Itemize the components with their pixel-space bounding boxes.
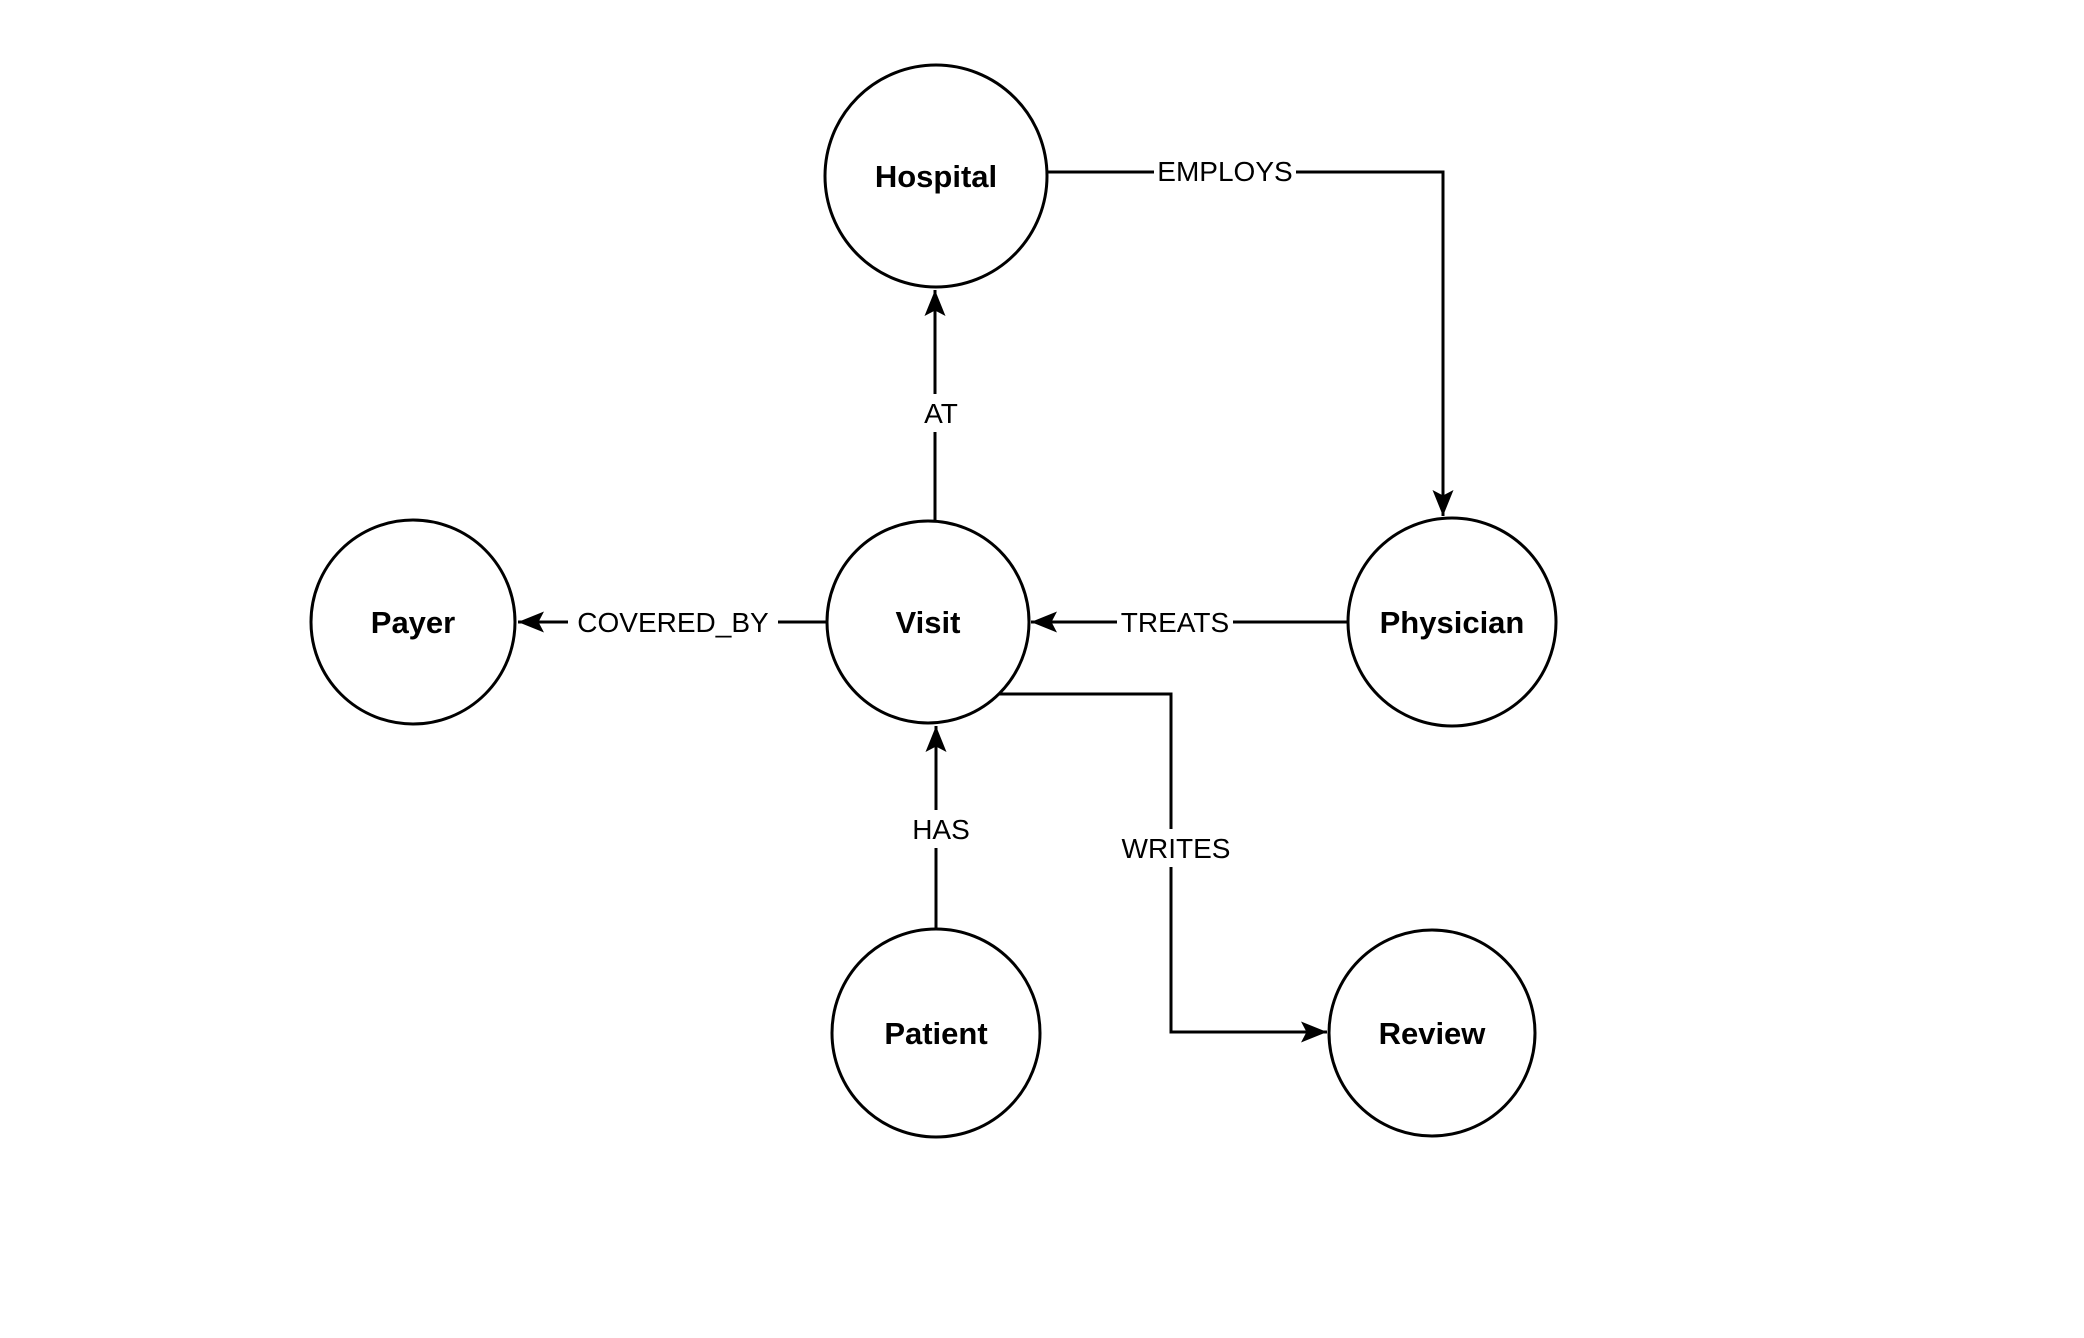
node-review-label: Review bbox=[1379, 1016, 1487, 1051]
edge-treats-label: TREATS bbox=[1117, 603, 1233, 641]
edge-covered-by-label-bg bbox=[568, 603, 778, 641]
node-visit-label: Visit bbox=[896, 605, 961, 640]
edge-employs-label: EMPLOYS bbox=[1154, 152, 1296, 190]
node-payer-label: Payer bbox=[371, 605, 455, 640]
edge-treats-label-bg bbox=[1117, 603, 1233, 641]
edge-employs-line bbox=[1047, 170, 1454, 516]
node-patient-label: Patient bbox=[884, 1016, 987, 1051]
edge-has-label-bg bbox=[906, 810, 976, 848]
node-hospital-label: Hospital bbox=[875, 159, 997, 194]
edge-has-label: HAS bbox=[906, 810, 976, 848]
edge-has-label-text: HAS bbox=[912, 814, 970, 845]
edge-treats-label-text: TREATS bbox=[1121, 607, 1229, 638]
edge-employs[interactable] bbox=[1047, 170, 1454, 516]
node-hospital-circle bbox=[823, 63, 1049, 289]
node-payer-circle bbox=[309, 518, 517, 726]
node-visit[interactable]: Visit bbox=[825, 519, 1031, 725]
edge-covered-by-label: COVERED_BY bbox=[568, 603, 778, 641]
edge-writes-label-bg bbox=[1117, 829, 1235, 867]
node-review-circle bbox=[1327, 928, 1537, 1138]
edge-at-label: AT bbox=[917, 394, 965, 432]
edge-covered-by-label-text: COVERED_BY bbox=[577, 607, 769, 638]
node-physician[interactable]: Physician bbox=[1346, 516, 1558, 728]
edge-writes-label: WRITES bbox=[1117, 829, 1235, 867]
node-review[interactable]: Review bbox=[1327, 928, 1537, 1138]
node-physician-circle bbox=[1346, 516, 1558, 728]
node-payer[interactable]: Payer bbox=[309, 518, 517, 726]
node-hospital[interactable]: Hospital bbox=[823, 63, 1049, 289]
edge-at-label-bg bbox=[917, 394, 965, 432]
node-physician-label: Physician bbox=[1380, 605, 1525, 640]
edge-writes-label-text: WRITES bbox=[1122, 833, 1231, 864]
edge-at-label-text: AT bbox=[924, 398, 958, 429]
node-visit-circle bbox=[825, 519, 1031, 725]
node-patient-circle bbox=[830, 927, 1042, 1139]
edge-employs-label-bg bbox=[1154, 152, 1296, 190]
node-patient[interactable]: Patient bbox=[830, 927, 1042, 1139]
edge-employs-label-text: EMPLOYS bbox=[1157, 156, 1292, 187]
